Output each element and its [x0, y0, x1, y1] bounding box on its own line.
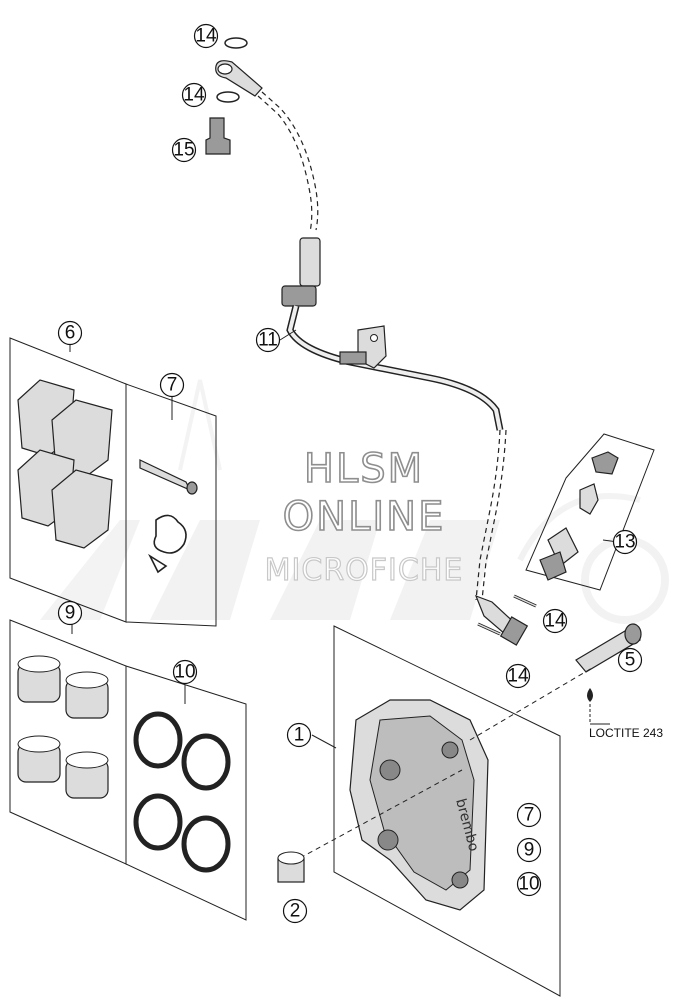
callout-14-top: 14 [193, 23, 219, 49]
callout-11: 11 [255, 327, 281, 353]
hose-seals [477, 594, 537, 636]
svg-text:7: 7 [167, 375, 178, 396]
piston-4 [65, 751, 109, 799]
bleeder-screw [579, 483, 599, 515]
watermark-line-3: MICROFICHE [265, 553, 464, 588]
seals-panel [125, 665, 247, 921]
callout-2: 2 [282, 898, 308, 924]
callout-1: 1 [286, 722, 312, 748]
svg-text:9: 9 [65, 603, 76, 624]
callout-14-lower-seal: 14 [505, 663, 531, 689]
svg-text:10: 10 [174, 662, 195, 683]
svg-text:14: 14 [195, 26, 217, 47]
hose-end-fitting [299, 237, 321, 287]
seal-3 [133, 793, 183, 851]
callout-14-washer: 14 [181, 82, 207, 108]
svg-text:14: 14 [544, 611, 566, 632]
svg-text:10: 10 [518, 874, 539, 895]
svg-text:7: 7 [524, 805, 535, 826]
leader-lines [69, 329, 619, 749]
piston-2 [65, 671, 109, 719]
piston-1 [17, 655, 61, 703]
callout-13: 13 [612, 529, 638, 555]
callout-6: 6 [57, 320, 83, 346]
loctite-note: LOCTITE 243 [589, 726, 663, 740]
pad-spring [148, 514, 187, 574]
svg-text:11: 11 [258, 330, 278, 351]
svg-text:15: 15 [173, 140, 194, 161]
caliper-panel: brembo [277, 625, 593, 997]
caliper-spacer [277, 851, 305, 883]
svg-text:1: 1 [294, 725, 305, 746]
watermark-line-1: HLSM [304, 446, 424, 492]
seal-1 [133, 711, 183, 769]
svg-text:14: 14 [183, 85, 205, 106]
watermark-line-2: ONLINE [283, 494, 446, 540]
pistons-panel [9, 619, 127, 865]
piston-3 [17, 735, 61, 783]
svg-text:6: 6 [65, 323, 76, 344]
svg-text:13: 13 [614, 532, 635, 553]
callout-10-caliper: 10 [516, 871, 542, 897]
sealing-washer-middle [216, 91, 240, 103]
bleeder-kit-panel [525, 433, 655, 591]
svg-text:14: 14 [507, 666, 529, 687]
background-logo [40, 379, 669, 624]
watermark: HLSM ONLINE MICROFICHE [264, 445, 464, 588]
brake-pads-panel [9, 337, 127, 623]
bleeder-cap [591, 451, 619, 475]
callout-7-caliper: 7 [516, 802, 542, 828]
svg-text:9: 9 [524, 840, 535, 861]
banjo-bolt [205, 117, 231, 155]
pad-retaining-panel [125, 383, 217, 627]
seal-4 [181, 815, 231, 873]
svg-text:5: 5 [625, 650, 636, 671]
callout-14-upper-seal: 14 [542, 608, 568, 634]
sealing-washer-top [224, 37, 248, 49]
pad-pin-assembly [575, 623, 642, 725]
callout-10-seals: 10 [172, 659, 198, 685]
callout-7-kit: 7 [159, 372, 185, 398]
seal-2 [181, 733, 231, 791]
callout-15: 15 [171, 137, 197, 163]
brake-hose [257, 91, 529, 646]
callout-9-pistons: 9 [57, 600, 83, 626]
brake-pad-lower-right [51, 469, 113, 549]
callout-5: 5 [617, 647, 643, 673]
upper-hose-fittings [205, 37, 263, 155]
svg-text:2: 2 [290, 901, 301, 922]
callout-9-caliper: 9 [516, 837, 542, 863]
